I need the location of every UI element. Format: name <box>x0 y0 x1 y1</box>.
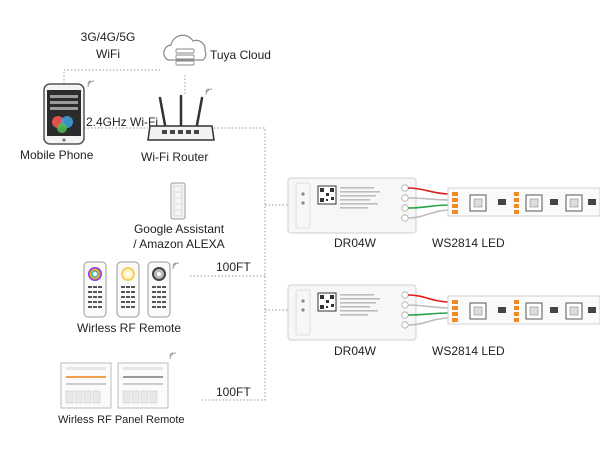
smart-speaker-icon <box>170 182 186 220</box>
wifi-label: WiFi <box>96 47 120 61</box>
phone-signal-icon <box>87 80 95 88</box>
network-label: 3G/4G/5G <box>80 30 136 44</box>
phone-label: Mobile Phone <box>20 148 94 162</box>
wires-2 <box>407 294 451 326</box>
rf-remote-1-icon <box>83 261 107 318</box>
panel-remote-1-icon <box>60 362 112 409</box>
line-router-bus <box>202 127 266 401</box>
panel-remote-label: Wirless RF Panel Remote <box>58 414 185 426</box>
assistant-label-line1: Google Assistant <box>133 222 225 236</box>
controller-2-device <box>287 284 417 341</box>
wifi-band-label: 2.4GHz Wi-Fi <box>86 115 158 129</box>
assistant-label-line2: / Amazon ALEXA <box>133 237 225 251</box>
panel-remote-signal-icon <box>169 352 177 360</box>
panel-remote-2-icon <box>117 362 169 409</box>
controller-1-device <box>287 177 417 234</box>
controller-1-label: DR04W <box>334 236 377 250</box>
connection-lines <box>63 69 290 401</box>
wires-1 <box>407 187 451 219</box>
cloud-icon <box>163 34 207 66</box>
rf-remote-signal-icon <box>172 262 180 270</box>
led-strip-2 <box>447 295 600 325</box>
controller-2-label: DR04W <box>334 344 377 358</box>
mobile-phone-icon <box>43 83 85 145</box>
router-label: Wi-Fi Router <box>141 150 209 164</box>
led-1-label: WS2814 LED <box>432 236 505 250</box>
rf-remote-label: Wirless RF Remote <box>77 321 182 335</box>
rf-remote-3-icon <box>147 261 171 318</box>
line-phone-cellular <box>63 69 160 84</box>
led-2-label: WS2814 LED <box>432 344 505 358</box>
router-icon <box>147 94 215 141</box>
rf-remote-2-icon <box>116 261 140 318</box>
router-signal-icon <box>205 88 213 96</box>
distance-label-1: 100FT <box>216 260 251 274</box>
distance-label-2: 100FT <box>216 385 251 399</box>
cloud-label: Tuya Cloud <box>210 48 271 62</box>
led-strip-1 <box>447 187 600 217</box>
